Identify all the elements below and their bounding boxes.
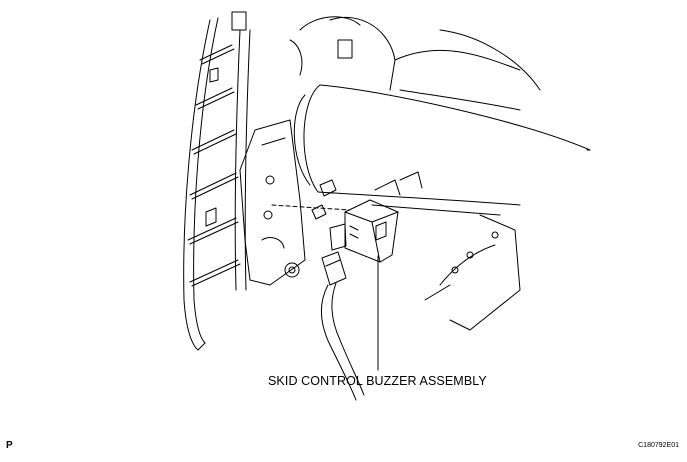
figure-code: C180792E01 — [638, 442, 679, 449]
wire-harness-connector — [321, 251, 365, 401]
part-label: SKID CONTROL BUZZER ASSEMBLY — [268, 374, 487, 388]
corner-mark: P — [6, 440, 13, 451]
vent-slats — [187, 44, 241, 287]
mounting-bracket — [239, 119, 306, 286]
lower-support — [424, 149, 591, 331]
bracket-edge-line — [371, 204, 501, 216]
steering-column — [289, 16, 591, 206]
buzzer-assembly — [329, 199, 399, 263]
dash-panel-frame — [183, 11, 251, 351]
mounting-studs — [311, 171, 423, 220]
alignment-line — [271, 204, 351, 211]
